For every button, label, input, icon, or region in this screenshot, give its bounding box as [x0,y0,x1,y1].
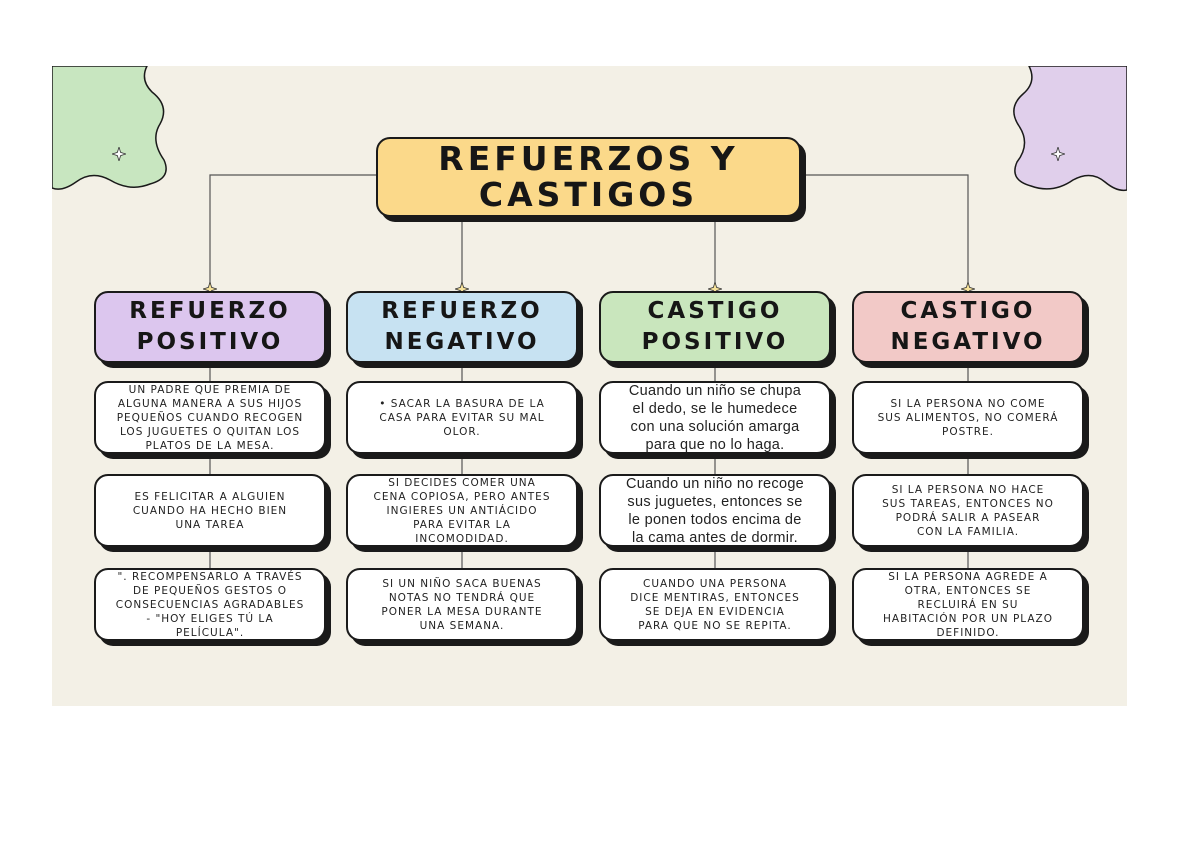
purple-blob-shape [1013,66,1127,192]
sparkle-icon [203,282,217,296]
sparkle-icon [961,282,975,296]
example-text: Cuando un niño se chupa el dedo, se le h… [628,382,802,453]
example-text: SI LA PERSONA NO HACE SUS TAREAS, ENTONC… [882,483,1054,538]
example-card: CUANDO UNA PERSONA DICE MENTIRAS, ENTONC… [599,568,831,641]
example-text: SI UN NIÑO SACA BUENAS NOTAS NO TENDRÁ Q… [381,577,543,632]
example-text: ES FELICITAR A ALGUIEN CUANDO HA HECHO B… [132,490,288,531]
example-text: Cuando un niño no recoge sus juguetes, e… [625,475,805,546]
example-card: SI LA PERSONA AGREDE A OTRA, ENTONCES SE… [852,568,1084,641]
heading-refuerzo-negativo: REFUERZO NEGATIVO [346,291,578,363]
heading-label: CASTIGO POSITIVO [641,298,789,355]
heading-label: REFUERZO POSITIVO [129,298,291,355]
heading-label: CASTIGO NEGATIVO [890,298,1046,355]
example-card: SI DECIDES COMER UNA CENA COPIOSA, PERO … [346,474,578,547]
example-card: Cuando un niño no recoge sus juguetes, e… [599,474,831,547]
example-card: Cuando un niño se chupa el dedo, se le h… [599,381,831,454]
example-card: • SACAR LA BASURA DE LA CASA PARA EVITAR… [346,381,578,454]
heading-refuerzo-positivo: REFUERZO POSITIVO [94,291,326,363]
connector-left [209,174,376,290]
example-card: SI UN NIÑO SACA BUENAS NOTAS NO TENDRÁ Q… [346,568,578,641]
sparkle-icon [708,282,722,296]
purple-blob-decoration [1013,66,1127,192]
example-text: CUANDO UNA PERSONA DICE MENTIRAS, ENTONC… [630,577,800,632]
example-text: SI LA PERSONA AGREDE A OTRA, ENTONCES SE… [882,570,1054,639]
heading-castigo-positivo: CASTIGO POSITIVO [599,291,831,363]
example-text: ". RECOMPENSARLO A TRAVÉS DE PEQUEÑOS GE… [115,570,305,639]
example-text: • SACAR LA BASURA DE LA CASA PARA EVITAR… [379,397,545,438]
sparkle-icon [1051,147,1065,161]
green-blob-decoration [52,66,167,190]
sparkle-icon [112,147,126,161]
example-card: SI LA PERSONA NO COME SUS ALIMENTOS, NO … [852,381,1084,454]
example-text: SI LA PERSONA NO COME SUS ALIMENTOS, NO … [877,397,1059,438]
example-card: SI LA PERSONA NO HACE SUS TAREAS, ENTONC… [852,474,1084,547]
example-card: UN PADRE QUE PREMIA DE ALGUNA MANERA A S… [94,381,326,454]
heading-castigo-negativo: CASTIGO NEGATIVO [852,291,1084,363]
example-card: ES FELICITAR A ALGUIEN CUANDO HA HECHO B… [94,474,326,547]
sparkle-icon [455,282,469,296]
connector-right [803,174,969,290]
diagram-title: REFUERZOS Y CASTIGOS [438,139,739,214]
example-card: ". RECOMPENSARLO A TRAVÉS DE PEQUEÑOS GE… [94,568,326,641]
example-text: UN PADRE QUE PREMIA DE ALGUNA MANERA A S… [116,383,304,452]
green-blob-shape [52,66,167,190]
example-text: SI DECIDES COMER UNA CENA COPIOSA, PERO … [373,476,551,545]
heading-label: REFUERZO NEGATIVO [381,298,543,355]
title-box: REFUERZOS Y CASTIGOS [376,137,801,217]
